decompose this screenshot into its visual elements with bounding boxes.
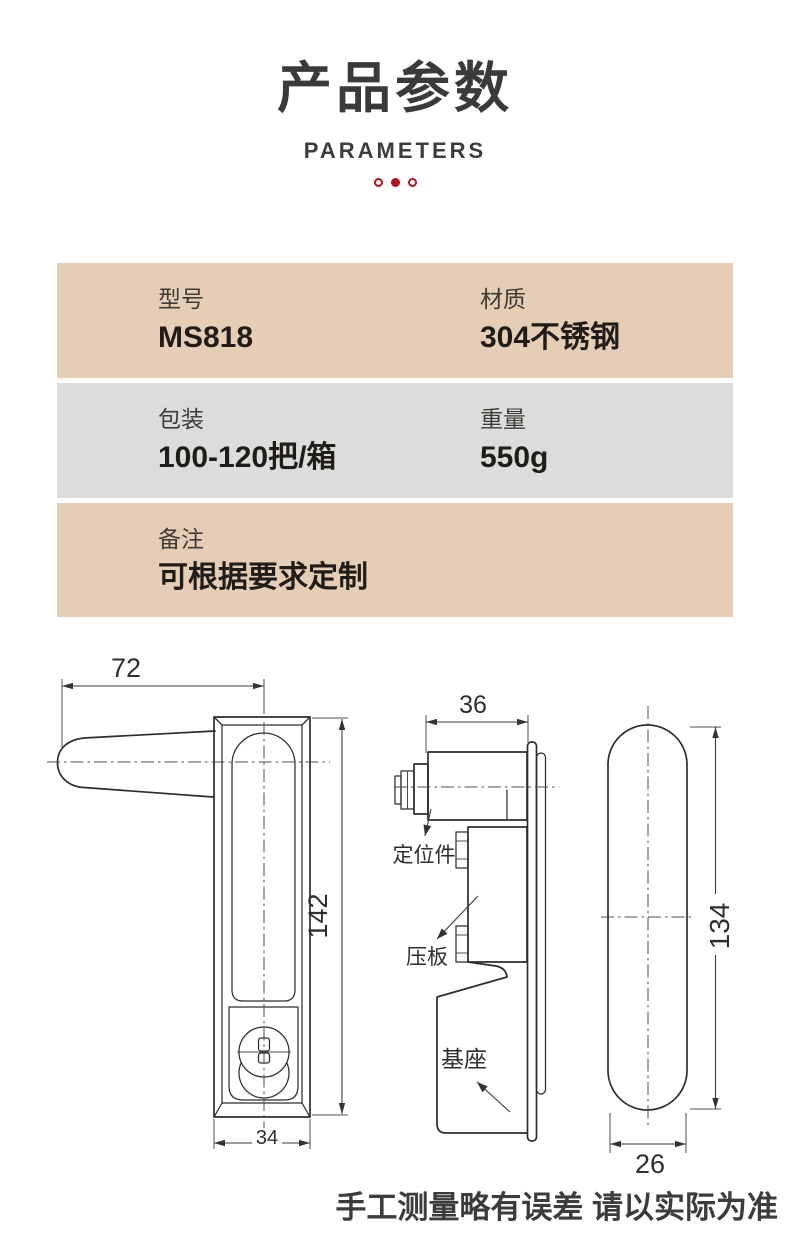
dim-front-width: 34 [256, 1127, 278, 1149]
spec-value: 100-120把/箱 [158, 441, 337, 474]
handle-outline [56, 730, 216, 798]
spec-packing: 包装 100-120把/箱 [158, 406, 336, 474]
measurement-note: 手工测量略有误差 请以实际为准 [335, 1190, 778, 1225]
spec-weight: 重量 550g [480, 406, 548, 474]
dim-rear-height: 134 [704, 903, 735, 950]
pager-dots [0, 178, 790, 187]
spec-material: 材质 304不锈钢 [480, 286, 620, 354]
label-pressure-plate: 压板 [406, 946, 448, 969]
dim-rear-width: 26 [635, 1149, 665, 1179]
table-row: 包装 100-120把/箱 重量 550g [57, 383, 733, 498]
spec-label: 备注 [158, 526, 204, 552]
page-subtitle: PARAMETERS [303, 138, 487, 163]
spec-remark: 备注 可根据要求定制 [158, 526, 368, 594]
dot-filled-icon [390, 178, 400, 187]
spec-value: 550g [480, 441, 549, 474]
handle-recess [231, 732, 296, 1002]
dot-outline-icon [373, 178, 383, 187]
front-view: 72 142 34 [47, 653, 348, 1149]
table-row: 备注 可根据要求定制 [57, 503, 733, 617]
page-title: 产品参数 [276, 57, 513, 119]
spec-value: 可根据要求定制 [158, 561, 368, 594]
dim-front-height: 142 [303, 893, 333, 938]
label-base: 基座 [441, 1046, 487, 1072]
spec-label: 型号 [158, 286, 204, 312]
label-positioning-piece: 定位件 [393, 844, 456, 867]
table-row: 型号 MS818 材质 304不锈钢 [57, 263, 733, 378]
mount-plate [526, 741, 538, 1142]
dot-outline-icon [407, 178, 417, 187]
clamp-block [467, 826, 528, 963]
base-bracket [436, 961, 528, 1134]
spec-label: 材质 [480, 286, 526, 312]
side-view: 36 定位件 压板 基座 [393, 691, 559, 1142]
cylinder-body [427, 751, 528, 821]
spec-model: 型号 MS818 [158, 286, 253, 354]
rear-view: 134 26 [601, 706, 743, 1179]
spec-value: MS818 [158, 321, 254, 354]
spec-label: 重量 [480, 406, 526, 432]
spec-value: 304不锈钢 [480, 321, 621, 354]
spec-label: 包装 [158, 406, 204, 432]
dim-side-depth: 36 [459, 691, 487, 719]
technical-drawing: 72 142 34 [47, 653, 743, 1179]
dim-handle-length: 72 [111, 653, 141, 683]
